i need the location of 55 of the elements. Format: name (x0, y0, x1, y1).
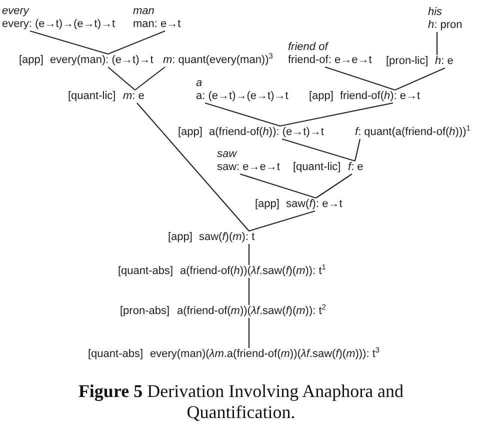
rule-label: [app] (255, 198, 280, 211)
rule-label: [app] (309, 90, 334, 103)
formula-text: man: e→t (133, 18, 181, 31)
rule-label: [quant-lic] (293, 161, 341, 174)
tree-line (30, 30, 108, 55)
word-label: friend of (288, 41, 330, 54)
tree-line (248, 210, 316, 232)
tree-line (240, 173, 316, 199)
rule-label: [quant-abs] (88, 348, 144, 361)
formula-text: a: (e→t)→(e→t)→t (196, 90, 288, 103)
word-label: a (196, 77, 204, 90)
rule-label: [pron-lic] (386, 55, 428, 68)
tree-line (108, 66, 136, 90)
word-label: saw (217, 148, 238, 161)
formula-text: every(man)(λm.a(friend-of(m))(λf.saw(f)(m))): t$^{3}$ (150, 348, 380, 361)
figure-caption: Figure 5 Derivation Involving Anaphora and Quantification. (77, 381, 405, 423)
formula-text: a(friend-of(h))(λf.saw(f)(m)): t$^{1}$ (180, 265, 326, 278)
formula-text: every(man): (e→t)→t (50, 54, 154, 67)
formula-text: m: e (123, 90, 144, 103)
formula-text: saw: e→e→t (217, 161, 280, 174)
formula-text: friend-of: e→e→t (288, 54, 372, 67)
formula-text: h: e (435, 55, 454, 68)
tree-line (248, 278, 250, 305)
rule-label: [app] (168, 231, 192, 244)
rule-label: [quant-abs] (118, 265, 174, 278)
rule-label: [pron-abs] (120, 305, 170, 318)
tree-line (136, 102, 250, 232)
formula-text: a(friend-of(m))(λf.saw(f)(m)): t$^{2}$ (177, 305, 326, 318)
tree-line (316, 174, 352, 198)
tree-line (324, 66, 396, 91)
formula-text: h: pron (428, 19, 462, 32)
formula-text: friend-of(h): e→t (340, 90, 420, 103)
tree-line (436, 32, 438, 55)
tree-line (204, 102, 280, 127)
word-label: his (428, 6, 444, 19)
rule-label: [app] (178, 126, 202, 139)
tree-line (248, 318, 250, 348)
tree-line (248, 244, 250, 265)
rule-label: [quant-lic] (68, 90, 116, 103)
tree-line (394, 68, 446, 90)
tree-line (108, 30, 166, 55)
formula-text: a(friend-of(h)): (e→t)→t (209, 126, 324, 139)
tree-line (354, 138, 361, 162)
tree-line (134, 66, 166, 90)
tree-line (280, 102, 394, 127)
formula-text: saw(f)(m): t (199, 231, 255, 244)
formula-text: saw(f): e→t (286, 198, 342, 211)
formula-text: f: quant(a(friend-of(h)))$^{1}$ (355, 126, 470, 139)
formula-text: m: quant(every(man))$^{3}$ (163, 54, 273, 67)
tree-line (282, 138, 356, 162)
rule-label: [app] (19, 54, 44, 67)
formula-text: f: e (348, 161, 364, 174)
word-label: every (2, 5, 30, 18)
word-label: man (133, 5, 156, 18)
formula-text: every: (e→t)→(e→t)→t (2, 18, 116, 31)
